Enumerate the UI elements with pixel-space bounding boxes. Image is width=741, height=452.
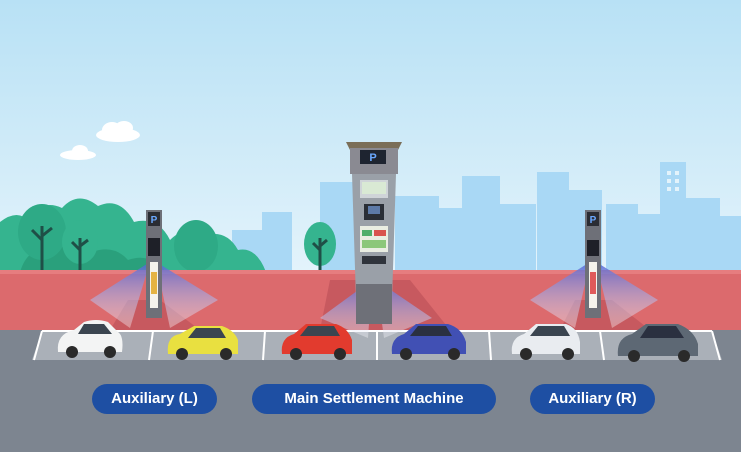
pole-shadow — [560, 300, 650, 330]
label-auxiliary-left: Auxiliary (L) — [92, 384, 217, 414]
tree-icon — [62, 220, 98, 272]
sensor-beam-icon — [156, 262, 218, 328]
car-icon — [391, 324, 466, 360]
building-windows — [667, 171, 679, 191]
sensor-beam-icon — [596, 262, 658, 328]
label-main-settlement-machine: Main Settlement Machine — [252, 384, 496, 414]
parking-slot-lines — [33, 330, 721, 361]
car-icon — [511, 324, 580, 360]
car-icon — [617, 324, 698, 362]
main-settlement-machine: P — [346, 142, 402, 324]
tree-icon — [18, 204, 66, 272]
label-auxiliary-right: Auxiliary (R) — [530, 384, 655, 414]
parking-sign-icon: P — [590, 215, 597, 226]
auxiliary-pole-right: P — [585, 210, 601, 318]
parking-sign-icon: P — [151, 215, 158, 226]
tree-icon — [174, 220, 218, 272]
sensor-beam-icon — [530, 262, 590, 328]
car-icon — [57, 320, 123, 358]
parking-sign-icon: P — [369, 152, 376, 164]
tree-icon — [304, 222, 336, 272]
car-icon — [281, 324, 352, 360]
car-icon — [167, 326, 238, 360]
auxiliary-pole-left: P — [146, 210, 162, 318]
sensor-beam-icon — [90, 262, 150, 328]
cloud-icon — [60, 145, 96, 160]
cloud-icon — [96, 121, 140, 142]
